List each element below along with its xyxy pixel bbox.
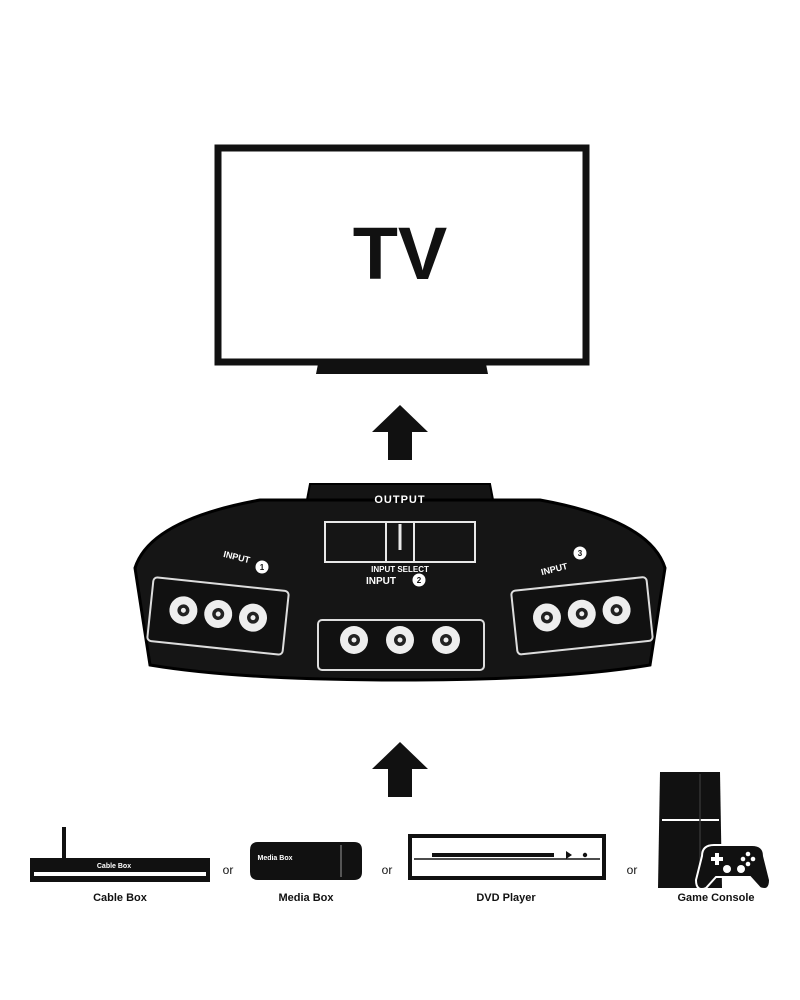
- tv-screen: [214, 144, 590, 366]
- gamepad-icon: [694, 844, 772, 890]
- rca-jack-icon[interactable]: [432, 626, 460, 654]
- rca-jack-icon[interactable]: [238, 602, 269, 633]
- input-3-ports: [510, 576, 654, 656]
- media-box-label: Media Box: [278, 892, 334, 904]
- tv-stand: [316, 364, 488, 374]
- game-console-label: Game Console: [677, 892, 754, 904]
- dvd-player: DVD Player: [408, 834, 606, 904]
- rca-jack-icon[interactable]: [566, 598, 597, 629]
- cable-box-label: Cable Box: [93, 892, 148, 904]
- up-arrow-icon: [372, 742, 428, 797]
- svg-text:3: 3: [578, 549, 583, 558]
- up-arrow-icon: [372, 405, 428, 460]
- cable-box-brand: Cable Box: [97, 863, 131, 870]
- dvd-player-label: DVD Player: [476, 892, 536, 904]
- input-1-ports: [146, 576, 290, 656]
- rca-jack-icon[interactable]: [532, 602, 563, 633]
- input-select-slider[interactable]: [324, 521, 476, 563]
- play-icon: [566, 851, 572, 859]
- or-separator: or: [382, 863, 393, 877]
- rca-jack-icon[interactable]: [168, 595, 199, 626]
- cable-box: Cable Box Cable Box: [30, 827, 210, 904]
- tv: TV: [214, 144, 590, 374]
- svg-text:INPUT: INPUT: [366, 576, 396, 587]
- or-separator: or: [627, 863, 638, 877]
- input-2-label: INPUT 2: [366, 573, 426, 587]
- game-console: Game Console: [658, 772, 772, 904]
- media-box: Media Box Media Box: [250, 842, 362, 904]
- output-label: OUTPUT: [374, 494, 425, 506]
- input-2-ports: [317, 619, 485, 671]
- rca-jack-icon[interactable]: [601, 595, 632, 626]
- rca-jack-icon[interactable]: [203, 599, 234, 630]
- av-switch: OUTPUT INPUT SELECT INPUT 1 INPUT 2 INPU…: [133, 483, 667, 682]
- disc-tray: [432, 853, 554, 857]
- media-box-brand: Media Box: [257, 855, 292, 862]
- power-icon: [582, 852, 588, 858]
- antenna: [62, 827, 66, 861]
- svg-text:1: 1: [260, 563, 265, 572]
- input-select-label: INPUT SELECT: [371, 565, 429, 574]
- rca-jack-icon[interactable]: [340, 626, 368, 654]
- svg-text:2: 2: [417, 576, 422, 585]
- tv-label: TV: [353, 212, 448, 295]
- or-separator: or: [223, 863, 234, 877]
- rca-jack-icon[interactable]: [386, 626, 414, 654]
